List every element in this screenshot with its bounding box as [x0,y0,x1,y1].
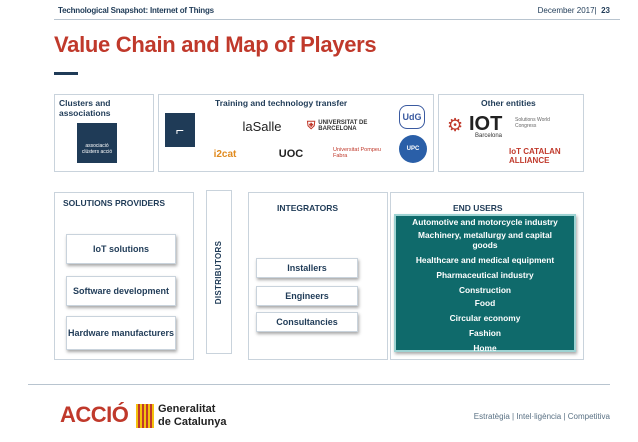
software-development-box: Software development [66,276,176,306]
senyera-icon [136,404,154,428]
end-users-list: Automotive and motorcycle industry Machi… [394,214,576,353]
catalan-alliance-logo: IoT CATALAN ALLIANCE [509,147,561,165]
accio-logo: ACCIÓ [60,402,129,427]
gear-icon: ⚙ [447,115,464,135]
upf-logo: Universitat Pompeu Fabra [333,147,381,159]
other-entities-label: Other entities [481,98,536,108]
generalitat-line1: Generalitat [158,403,216,415]
page-number: 23 [601,6,610,15]
iot-barcelona-logo: ⚙ IOT Barcelona Solutions World Congress [447,113,550,139]
ub-crest-icon: ⛨ [307,119,316,132]
solutions-providers-label: SOLUTIONS PROVIDERS [63,198,166,208]
end-user-item: Automotive and motorcycle industry [412,217,558,227]
engineers-box: Engineers [256,286,358,306]
hardware-manufacturers-box: Hardware manufacturers [66,316,176,350]
generalitat-line2: de Catalunya [158,416,227,428]
bsc-logo: ⌐ [165,113,195,147]
end-user-item: Machinery, metallurgy and capital goods [418,230,552,250]
end-user-item: Food [474,298,496,308]
clusters-logo: associació clústers acció [77,123,117,163]
end-user-item: Construction [458,285,512,295]
clusters-label: Clusters and associations [59,98,111,118]
document-title: Technological Snapshot: Internet of Thin… [58,6,214,15]
installers-box: Installers [256,258,358,278]
end-user-item: Healthcare and medical equipment [415,255,555,265]
training-panel: Training and technology transfer ⌐ laSal… [158,94,434,172]
integrators-label: INTEGRATORS [277,203,339,213]
end-user-item: Home [473,343,497,353]
footer-tagline: Estratègia | Intel·ligència | Competitiv… [473,412,610,421]
udg-logo: UdG [399,105,425,129]
end-user-item: Fashion [468,328,502,338]
generalitat-logo: Generalitat de Catalunya [136,402,246,432]
end-user-item: Circular economy [449,313,521,323]
title-accent-bar [54,72,78,75]
ub-logo: ⛨ UNIVERSITAT DE BARCELONA [307,119,368,133]
iot-solutions-box: IoT solutions [66,234,176,264]
end-users-label: END USERS [453,203,503,213]
end-user-item: Pharmaceutical industry [436,270,534,280]
distributors-label: DISTRIBUTORS [214,240,224,304]
header-date: December 2017 [537,6,595,15]
training-label: Training and technology transfer [215,98,348,108]
page-title: Value Chain and Map of Players [54,32,377,57]
uoc-logo: UOC [278,148,304,160]
footer-divider [28,384,610,385]
header-divider [54,19,620,20]
lasalle-logo: laSalle [242,118,282,134]
clusters-panel: Clusters and associations associació clú… [54,94,154,172]
upc-logo: UPC [399,135,427,163]
i2cat-logo: i2cat [213,148,237,160]
other-entities-panel: Other entities ⚙ IOT Barcelona Solutions… [438,94,584,172]
consultancies-box: Consultancies [256,312,358,332]
header-date-page: December 2017| 23 [537,6,610,15]
distributors-box: DISTRIBUTORS [206,190,232,354]
